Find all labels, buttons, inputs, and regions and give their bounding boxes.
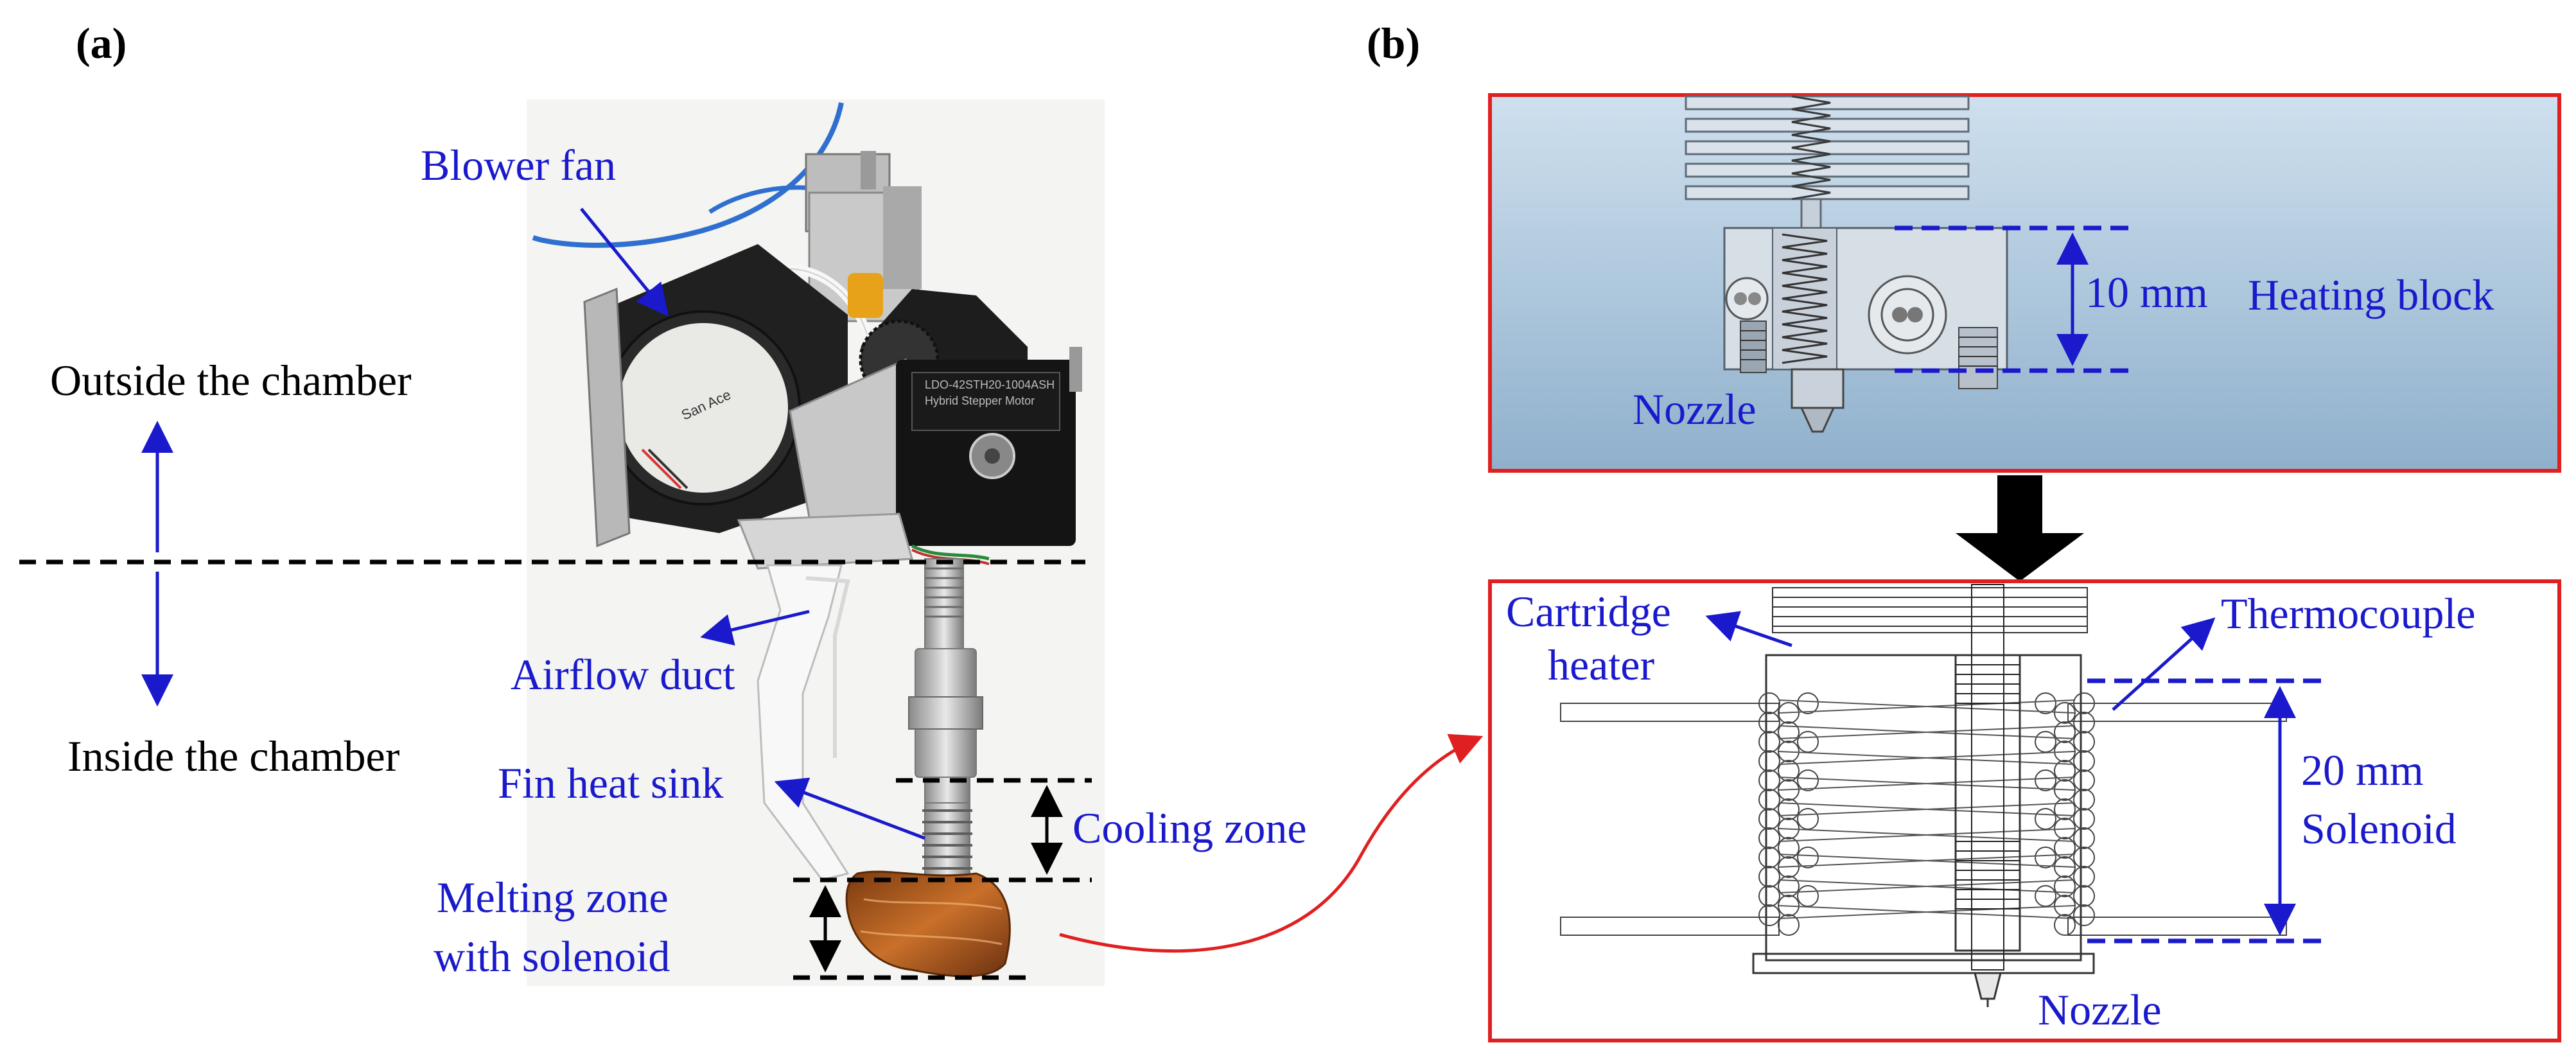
outside-chamber-label: Outside the chamber	[50, 356, 412, 405]
transition-arrow	[1956, 475, 2084, 581]
solenoid-frame	[1488, 579, 2561, 1042]
airflow-duct-arrow	[700, 610, 810, 646]
solenoid-coils-left	[1758, 692, 1819, 936]
svg-text:Hybrid Stepper Motor: Hybrid Stepper Motor	[925, 394, 1035, 407]
cartridge-heater-arrow	[1705, 611, 1792, 647]
cooling-zone-label: Cooling zone	[1073, 804, 1307, 852]
melting-zone-label-line1: Melting zone	[437, 873, 669, 922]
heating-block-frame	[1488, 93, 2561, 473]
thermocouple-label: Thermocouple	[2221, 589, 2476, 638]
heating-block-label: Heating block	[2248, 270, 2494, 319]
svg-text:LDO-42STH20-1004ASH: LDO-42STH20-1004ASH	[925, 378, 1055, 391]
solenoid-coils-right	[2035, 692, 2095, 936]
inside-chamber-label: Inside the chamber	[67, 732, 400, 780]
melting-zone-label-line2: with solenoid	[434, 932, 670, 981]
panel-a-label: (a)	[76, 19, 127, 67]
top-nozzle-label: Nozzle	[1633, 385, 1757, 434]
airflow-duct-label: Airflow duct	[511, 650, 735, 699]
dim-20mm-label: 20 mm	[2301, 746, 2424, 795]
blower-fan-arrow	[580, 207, 669, 317]
thermocouple-arrow	[2112, 617, 2216, 711]
cartridge-heater-label-line1: Cartridge	[1506, 587, 1671, 636]
panel-b-label: (b)	[1367, 19, 1420, 67]
cartridge-heater-label-line2: heater	[1548, 640, 1654, 689]
dim-10mm-label: 10 mm	[2085, 268, 2208, 317]
fin-heat-sink-label: Fin heat sink	[498, 759, 723, 807]
heating-block-cad-view	[1488, 93, 2561, 473]
solenoid-cad-view	[1488, 579, 2561, 1042]
extruder-photo: San Ace LDO-42STH20-1004ASH Hybrid Stepp…	[532, 102, 1082, 978]
bottom-nozzle-label: Nozzle	[2038, 985, 2162, 1034]
blower-fan-label: Blower fan	[421, 141, 616, 189]
fin-heat-sink-arrow	[774, 777, 925, 840]
solenoid-label: Solenoid	[2301, 804, 2457, 853]
zoom-connector-arrow	[1059, 734, 1484, 953]
